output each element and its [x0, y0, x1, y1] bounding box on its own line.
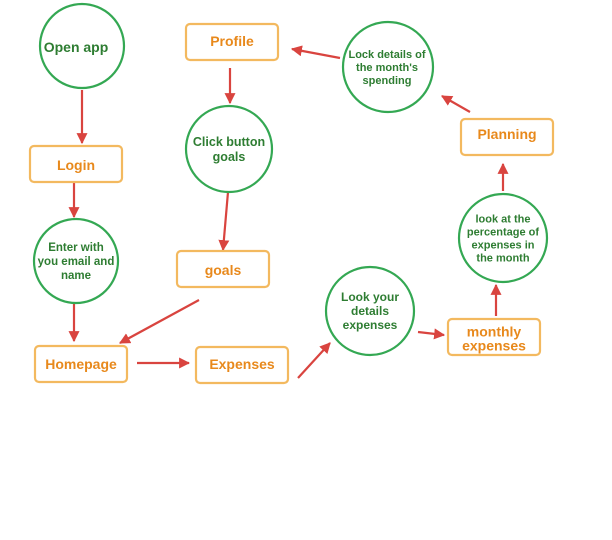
label-line: expenses: [462, 337, 526, 353]
arrow-planning-to-lock-details: [441, 95, 471, 113]
label-line: Enter with: [48, 242, 104, 254]
profile-label: Profile: [210, 33, 254, 49]
arrow-expenses-to-look-details: [297, 342, 331, 379]
label-line: Open app: [44, 39, 109, 55]
label-line: look at the: [475, 213, 530, 225]
goals-label: goals: [205, 262, 242, 278]
label-line: Homepage: [45, 356, 117, 372]
label-line: percentage of: [467, 226, 539, 238]
arrow-look-details-to-monthly: [417, 328, 446, 340]
planning-label: Planning: [477, 126, 536, 142]
homepage-node: Homepage: [33, 344, 129, 384]
homepage-label: Homepage: [45, 356, 117, 372]
label-line: Look your: [341, 290, 399, 304]
profile-node: Profile: [184, 22, 280, 62]
login-node: Login: [28, 144, 124, 184]
goals-node: goals: [175, 249, 271, 289]
login-label: Login: [57, 157, 95, 173]
label-line: expenses: [343, 318, 398, 332]
label-line: you email and: [38, 256, 115, 268]
arrow-lock-details-to-profile: [290, 45, 341, 60]
label-line: details: [351, 304, 389, 318]
enter-email-node: Enter with you email and name: [32, 217, 120, 305]
open-app-node: Open app: [38, 2, 126, 90]
arrow-goals-to-homepage: [119, 299, 200, 344]
label-line: Click button: [193, 135, 265, 149]
label-line: the month's: [356, 62, 418, 74]
label-line: the month: [476, 252, 529, 264]
label-line: goals: [205, 262, 242, 278]
label-line: goals: [213, 150, 246, 164]
label-line: expenses in: [472, 239, 535, 251]
enter-email-label: Enter with you email and name: [38, 242, 115, 282]
planning-node: Planning: [459, 117, 555, 157]
label-line: Profile: [210, 33, 254, 49]
label-line: Planning: [477, 126, 536, 142]
open-app-label: Open app: [44, 39, 109, 55]
label-line: spending: [363, 75, 412, 87]
label-line: monthly: [467, 323, 522, 339]
arrow-click-goals-to-goals: [218, 191, 230, 252]
expenses-label: Expenses: [209, 356, 275, 372]
arrows: [68, 45, 509, 379]
label-line: Lock details of: [348, 49, 425, 61]
label-line: name: [61, 270, 91, 282]
expenses-node: Expenses: [194, 345, 290, 385]
label-line: Login: [57, 157, 95, 173]
label-line: Expenses: [209, 356, 275, 372]
